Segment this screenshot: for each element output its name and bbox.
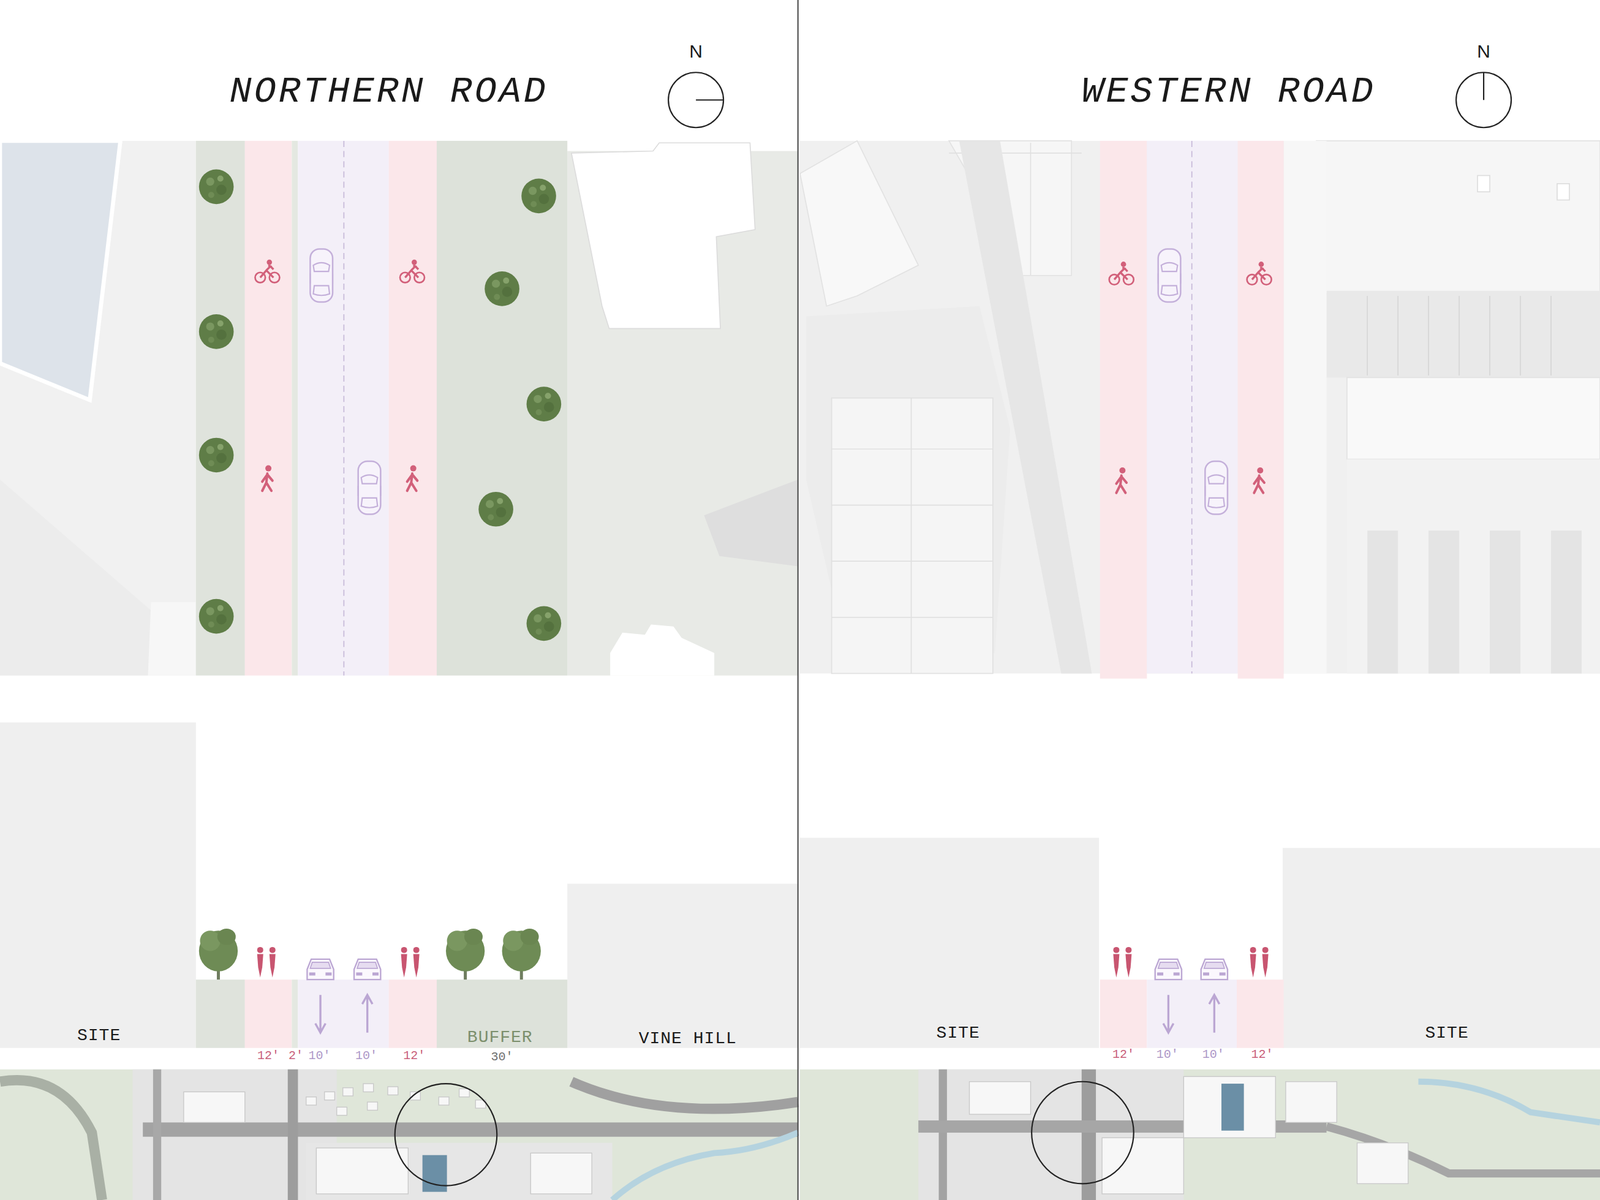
dimension-label: 10': [1156, 1048, 1179, 1062]
dimension-label: 10': [1202, 1048, 1225, 1062]
dimension-label: 10': [308, 1049, 331, 1063]
dimension-label: 12': [1251, 1048, 1274, 1062]
north-mark: N: [1476, 41, 1491, 62]
zone-label: SITE: [77, 1026, 121, 1046]
dimension-label: 12': [403, 1049, 426, 1063]
dimension-label: 10': [355, 1049, 378, 1063]
north-mark: N: [689, 41, 703, 62]
road-title: WESTERN ROAD: [1081, 71, 1376, 113]
zone-label: SITE: [1425, 1024, 1469, 1044]
zone-label: SITE: [936, 1024, 981, 1044]
dimension-label: 12': [257, 1049, 280, 1063]
dimension-label: 2': [288, 1049, 304, 1063]
dimension-label: 30': [491, 1050, 514, 1065]
zone-label: BUFFER: [467, 1028, 533, 1048]
zone-label: VINE HILL: [638, 1029, 737, 1049]
road-title: NORTHERN ROAD: [229, 71, 549, 113]
dimension-label: 12': [1112, 1048, 1135, 1062]
